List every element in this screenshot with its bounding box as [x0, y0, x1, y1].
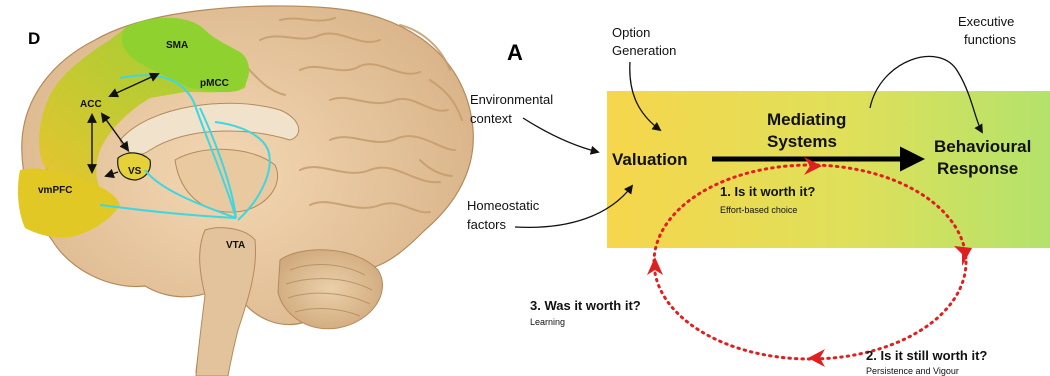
panel-d: D SMA pMCC ACC vmPFC VS VTA: [17, 5, 474, 376]
mediating-systems-node: Mediating Systems: [767, 110, 851, 151]
panel-a: A Option Generation Executive functions …: [467, 14, 1050, 376]
stage-3-title: 3. Was it worth it?: [530, 298, 641, 313]
homeostatic-factors-arrow: [514, 184, 634, 229]
region-vmpfc: [17, 168, 121, 238]
homeostatic-factors-label: Homeostatic factors: [467, 198, 543, 232]
cycle-arrowhead-top: [804, 157, 822, 175]
stage-3-subtitle: Learning: [530, 317, 565, 327]
evaluation-cycle: [647, 157, 972, 367]
thalamus: [174, 148, 279, 213]
option-generation-arrow: [629, 61, 662, 132]
cycle-arrowhead-left: [647, 257, 663, 275]
panel-a-letter: A: [507, 40, 523, 65]
behavioural-response-node: Behavioural Response: [934, 137, 1036, 178]
label-sma: SMA: [166, 40, 188, 51]
panel-d-letter: D: [28, 29, 40, 48]
cycle-arrowhead-bottom: [808, 349, 825, 367]
region-sma-pmcc: [121, 17, 249, 93]
cycle-arrowhead-right: [954, 246, 972, 266]
label-vmpfc: vmPFC: [38, 185, 72, 196]
valuation-node: Valuation: [612, 150, 688, 169]
stage-2-subtitle: Persistence and Vigour: [866, 366, 959, 376]
stage-1-title: 1. Is it worth it?: [720, 184, 815, 199]
cerebellum: [277, 249, 383, 330]
connectivity-arrows: [87, 72, 160, 179]
stage-1-subtitle: Effort-based choice: [720, 205, 797, 215]
label-pmcc: pMCC: [200, 78, 229, 89]
label-vs: VS: [128, 166, 142, 177]
executive-functions-arrow: [869, 55, 983, 134]
option-generation-label: Option Generation: [612, 25, 676, 58]
brainstem: [195, 227, 257, 376]
label-vta: VTA: [226, 240, 245, 251]
environmental-context-label: Environmental context: [470, 92, 557, 126]
stage-2-title: 2. Is it still worth it?: [866, 348, 987, 363]
environmental-context-arrow: [522, 117, 600, 155]
executive-functions-label: Executive functions: [958, 14, 1018, 47]
label-acc: ACC: [80, 99, 102, 110]
